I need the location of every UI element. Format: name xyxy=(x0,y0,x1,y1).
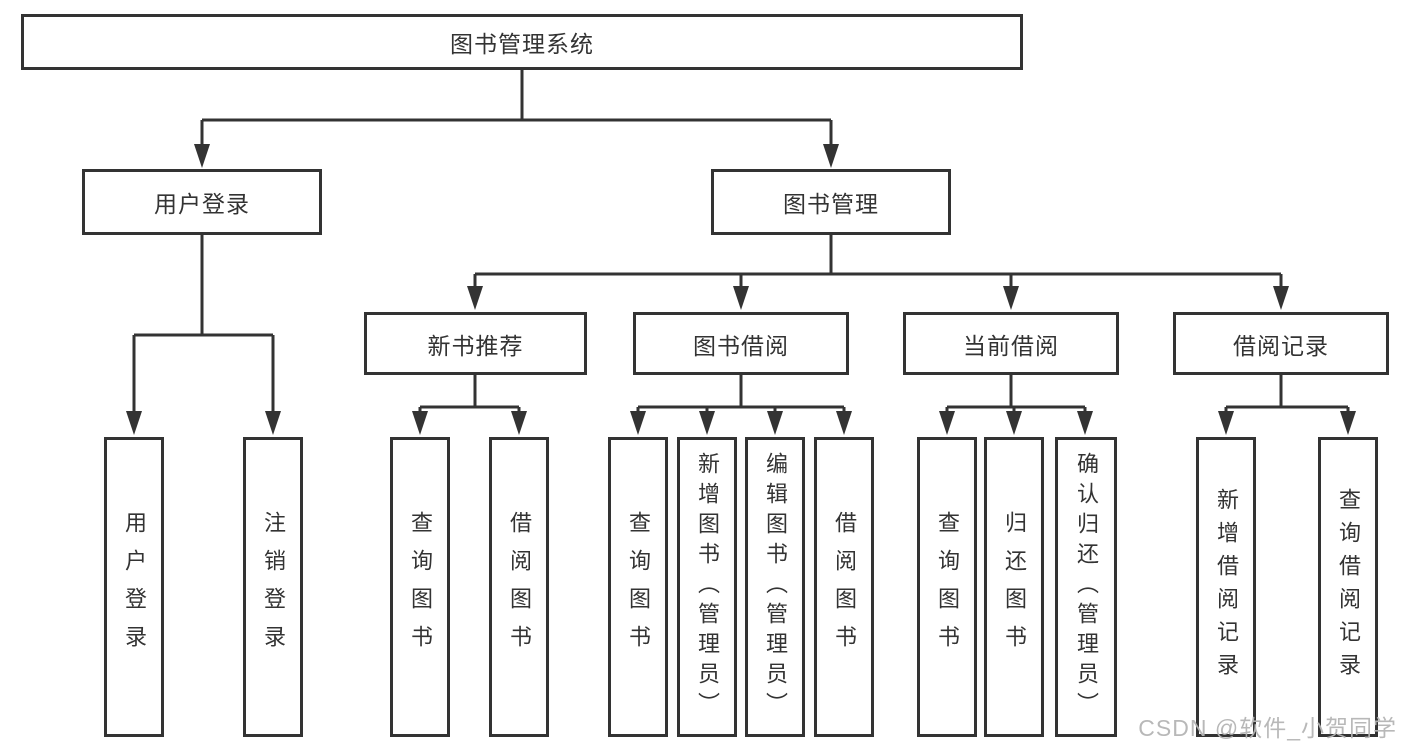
node-logout-action: 注销登录 xyxy=(243,437,303,737)
node-label: 确认归还（管理员） xyxy=(1074,452,1099,722)
node-edit-books-admin: 编辑图书（管理员） xyxy=(745,437,805,737)
node-user-login-action: 用户登录 xyxy=(104,437,164,737)
node-label: 借阅图书 xyxy=(832,511,857,663)
node-label: 查询图书 xyxy=(408,511,433,663)
node-label: 编辑图书（管理员） xyxy=(763,452,788,722)
node-label: 借阅图书 xyxy=(507,511,532,663)
node-query-books-2: 查询图书 xyxy=(608,437,668,737)
node-label: 归还图书 xyxy=(1002,511,1027,663)
node-query-borrow-record: 查询借阅记录 xyxy=(1318,437,1378,737)
node-borrow-records: 借阅记录 xyxy=(1173,312,1389,375)
node-label: 图书管理系统 xyxy=(450,32,594,57)
node-label: 图书借阅 xyxy=(693,333,789,359)
node-label: 当前借阅 xyxy=(963,333,1059,359)
node-add-books-admin: 新增图书（管理员） xyxy=(677,437,737,737)
node-label: 注销登录 xyxy=(261,511,286,663)
node-query-books-3: 查询图书 xyxy=(917,437,977,737)
node-label: 借阅记录 xyxy=(1233,333,1329,359)
node-label: 新增借阅记录 xyxy=(1214,488,1239,686)
node-library-management-system: 图书管理系统 xyxy=(21,14,1023,70)
arrowhead-icons xyxy=(126,144,1356,435)
node-label: 查询借阅记录 xyxy=(1336,488,1361,686)
node-confirm-return-admin: 确认归还（管理员） xyxy=(1055,437,1117,737)
node-user-login: 用户登录 xyxy=(82,169,322,235)
node-book-borrow: 图书借阅 xyxy=(633,312,849,375)
node-new-book-recommend: 新书推荐 xyxy=(364,312,587,375)
node-borrow-books-1: 借阅图书 xyxy=(489,437,549,737)
csdn-watermark: CSDN @软件_小贺同学 xyxy=(1138,715,1397,741)
node-label: 新增图书（管理员） xyxy=(695,452,720,722)
node-add-borrow-record: 新增借阅记录 xyxy=(1196,437,1256,737)
node-label: 用户登录 xyxy=(154,192,250,217)
node-current-borrow: 当前借阅 xyxy=(903,312,1119,375)
node-label: 图书管理 xyxy=(783,192,879,217)
node-label: 查询图书 xyxy=(626,511,651,663)
node-borrow-books-2: 借阅图书 xyxy=(814,437,874,737)
node-label: 用户登录 xyxy=(122,511,147,663)
node-return-books: 归还图书 xyxy=(984,437,1044,737)
node-book-management: 图书管理 xyxy=(711,169,951,235)
node-label: 新书推荐 xyxy=(427,333,524,359)
node-label: 查询图书 xyxy=(935,511,960,663)
node-query-books-1: 查询图书 xyxy=(390,437,450,737)
